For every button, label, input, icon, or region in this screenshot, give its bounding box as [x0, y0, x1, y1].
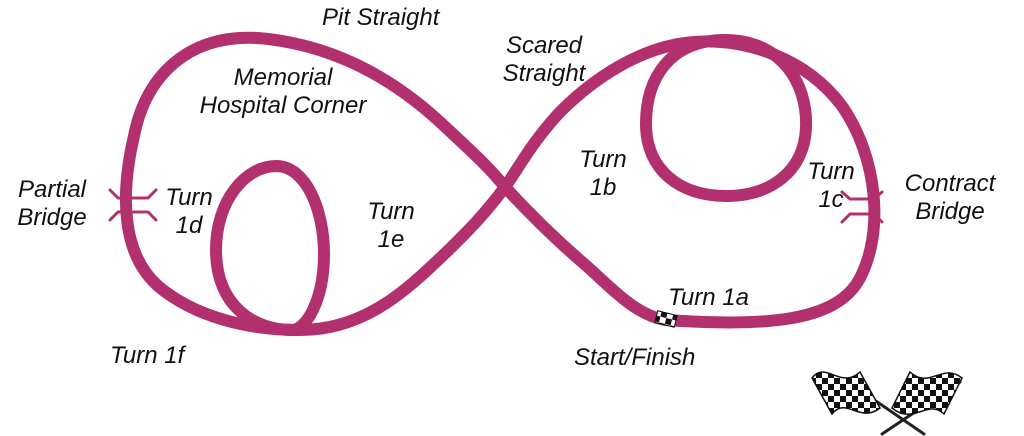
label-partial-bridge: Partial Bridge [17, 176, 87, 231]
track-inner-loop-left [209, 159, 331, 337]
track-main-loop [119, 31, 881, 336]
label-turn-1c: Turn 1c [807, 158, 855, 213]
label-turn-1f: Turn 1f [110, 342, 185, 369]
label-scared-straight: Scared Straight [502, 32, 586, 87]
start-finish-checker-icon [654, 310, 678, 328]
label-memorial-hospital-corner: Memorial Hospital Corner [199, 64, 367, 119]
label-turn-1d: Turn 1d [165, 184, 213, 239]
checkered-flags-icon [811, 370, 963, 436]
label-turn-1b: Turn 1b [579, 146, 627, 201]
label-turn-1e: Turn 1e [367, 198, 415, 253]
bridge-icon [108, 188, 158, 222]
label-pit-straight: Pit Straight [322, 4, 440, 31]
label-turn-1a: Turn 1a [668, 284, 749, 311]
bridge-icon [840, 190, 884, 224]
track-inner-loop-right [639, 33, 813, 203]
label-contract-bridge: Contract Bridge [904, 170, 996, 225]
label-start-finish: Start/Finish [574, 344, 696, 371]
